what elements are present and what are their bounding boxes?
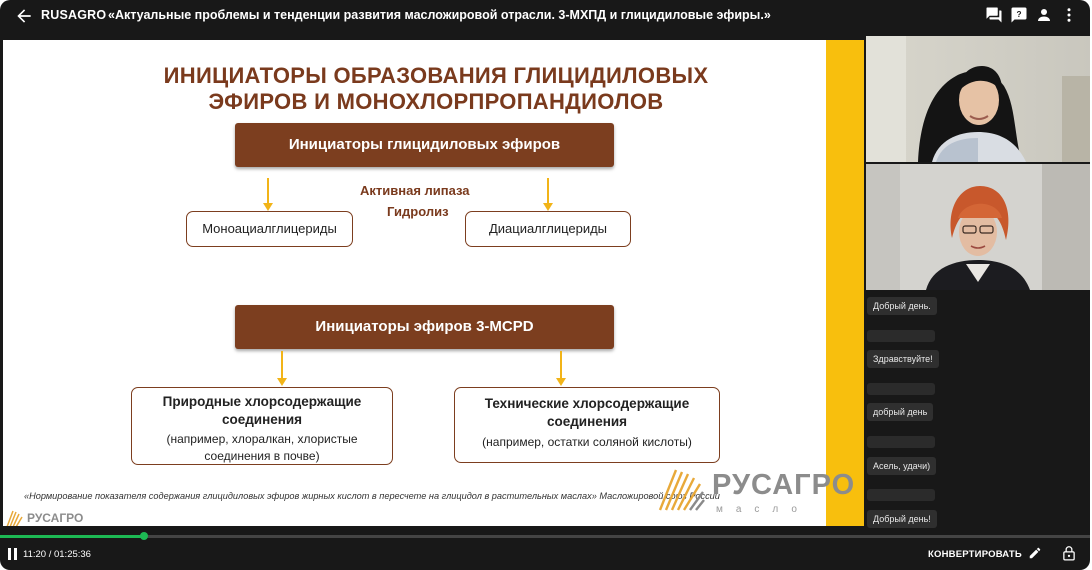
label-hydrolysis: Гидролиз xyxy=(387,204,449,219)
pause-icon[interactable] xyxy=(8,548,18,560)
box-3mcpd-ester-initiators: Инициаторы эфиров 3-MCPD xyxy=(235,305,614,349)
chat-message: Асель, удачи) xyxy=(867,457,937,475)
progress-bar[interactable] xyxy=(0,532,1090,540)
rusagro-logo-mark-icon xyxy=(658,469,705,511)
chat-message: Добрый день! xyxy=(867,510,937,528)
box-technical-chlorine-compounds: Технические хлорсодержащие соединения (н… xyxy=(454,387,720,463)
arrow-down-icon xyxy=(543,178,553,211)
label-active-lipase: Активная липаза xyxy=(360,183,470,198)
arrow-down-icon xyxy=(263,178,273,211)
box-natural-chlorine-compounds: Природные хлорсодержащие соединения (нап… xyxy=(131,387,393,465)
box-diacylglycerides: Диациалглицериды xyxy=(465,211,631,247)
chat-message: добрый день xyxy=(867,403,934,421)
presentation-slide: ИНИЦИАТОРЫ ОБРАЗОВАНИЯ ГЛИЦИДИЛОВЫХ ЭФИР… xyxy=(3,40,864,526)
convert-button[interactable]: КОНВЕРТИРОВАТЬ xyxy=(928,549,1022,560)
chat-message-placeholder xyxy=(867,489,935,501)
playback-time: 11:20 / 01:25:36 xyxy=(23,549,91,560)
chat-icon[interactable] xyxy=(985,6,1003,24)
natural-compounds-title: Природные хлорсодержащие соединения xyxy=(162,394,362,427)
brand-name[interactable]: RUSAGRO xyxy=(41,8,107,22)
chat-message-placeholder xyxy=(867,330,935,342)
svg-text:?: ? xyxy=(1016,10,1021,19)
top-bar: RUSAGRO «Актуальные проблемы и тенденции… xyxy=(0,0,1090,32)
technical-compounds-example: (например, остатки соляной кислоты) xyxy=(482,435,692,449)
chat-message-placeholder xyxy=(867,436,935,448)
bottom-bar: 11:20 / 01:25:36 КОНВЕРТИРОВАТЬ xyxy=(0,538,1090,570)
back-arrow-icon[interactable] xyxy=(14,6,34,26)
rusagro-logo-subtitle: масло xyxy=(716,504,810,515)
progress-handle[interactable] xyxy=(139,532,148,540)
slide-title: ИНИЦИАТОРЫ ОБРАЗОВАНИЯ ГЛИЦИДИЛОВЫХ ЭФИР… xyxy=(3,63,864,115)
participant-1-image xyxy=(866,36,1090,162)
corner-logo-mark-icon xyxy=(6,510,23,526)
lock-icon[interactable] xyxy=(1062,545,1076,561)
progress-fill xyxy=(0,535,144,538)
chat-message: Здравствуйте! xyxy=(867,350,939,368)
person-icon[interactable] xyxy=(1035,6,1053,24)
arrow-down-icon xyxy=(556,351,566,386)
rusagro-logo-text: РУСАГРО xyxy=(712,469,856,501)
video-title: «Актуальные проблемы и тенденции развити… xyxy=(108,8,771,22)
natural-compounds-example: (например, хлоралкан, хлористые соединен… xyxy=(166,432,358,463)
chat-message-placeholder xyxy=(867,383,935,395)
chat-message: Добрый день. xyxy=(867,297,937,315)
slide-title-line-1: ИНИЦИАТОРЫ ОБРАЗОВАНИЯ ГЛИЦИДИЛОВЫХ xyxy=(163,63,709,88)
corner-logo-text: РУСАГРО xyxy=(27,511,84,525)
question-icon[interactable]: ? xyxy=(1010,6,1028,24)
more-vert-icon[interactable] xyxy=(1060,6,1078,24)
slide-title-line-2: ЭФИРОВ И МОНОХЛОРПРОПАНДИОЛОВ xyxy=(208,89,664,114)
slide-footnote: «Нормирование показателя содержания глиц… xyxy=(24,491,720,501)
pencil-icon[interactable] xyxy=(1028,546,1042,560)
box-monoacylglycerides: Моноациалглицериды xyxy=(186,211,353,247)
box-glycidyl-ester-initiators: Инициаторы глицидиловых эфиров xyxy=(235,123,614,167)
participant-video-2[interactable] xyxy=(866,164,1090,290)
technical-compounds-title: Технические хлорсодержащие соединения xyxy=(484,396,690,429)
arrow-down-icon xyxy=(277,351,287,386)
slide-accent-strip xyxy=(826,40,864,526)
participant-video-1[interactable] xyxy=(866,36,1090,162)
participant-2-image xyxy=(866,164,1090,290)
